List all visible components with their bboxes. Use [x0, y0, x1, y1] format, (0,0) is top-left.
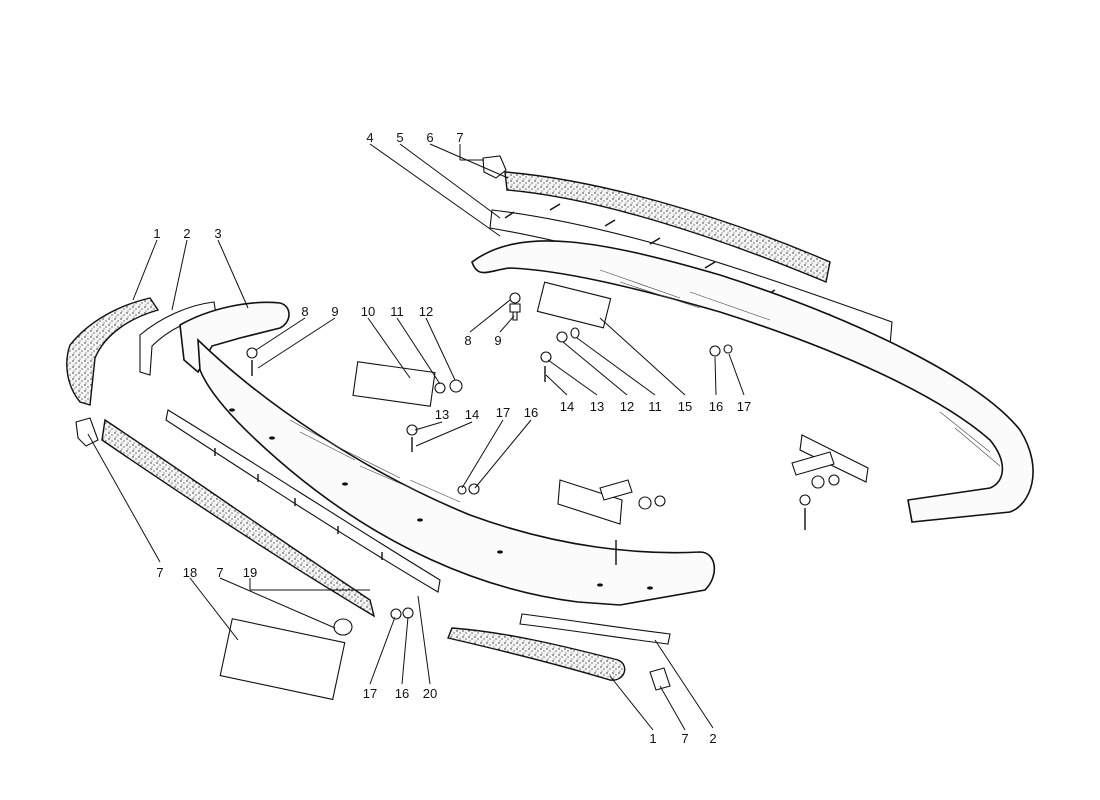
front-bumper-group	[66, 297, 716, 701]
front-overrider-rubber	[66, 297, 160, 406]
front-strip-studs	[214, 448, 383, 560]
callout-7-left: 7	[156, 565, 163, 580]
front-washer-8	[246, 347, 258, 359]
rear-mount-tube	[791, 451, 835, 476]
callout-10: 10	[361, 304, 375, 319]
rear-bumper-group	[471, 155, 1034, 530]
callout-19: 19	[243, 565, 257, 580]
callout-7-mid: 7	[216, 565, 223, 580]
front-center-washer	[654, 495, 666, 507]
rear-bumper-bar	[471, 240, 1034, 523]
rear-bracket-nut	[811, 475, 825, 489]
callout-8: 8	[301, 304, 308, 319]
callout-3: 3	[214, 226, 221, 241]
callout-2: 2	[183, 226, 190, 241]
rear-nut-16	[709, 345, 721, 357]
front-lower-clip	[649, 667, 671, 691]
rear-nut-12	[556, 331, 568, 343]
callout-11: 11	[390, 304, 404, 319]
callout-9-rear: 9	[494, 333, 501, 348]
callout-15: 15	[678, 399, 692, 414]
callout-17-rear: 17	[737, 399, 751, 414]
rear-plate-light	[536, 281, 612, 329]
callout-5: 5	[396, 130, 403, 145]
callout-2-lower: 2	[709, 731, 716, 746]
callout-1-lower: 1	[649, 731, 656, 746]
rear-washer-11	[570, 327, 580, 339]
rear-washer-13	[540, 351, 552, 363]
front-center-nut	[638, 496, 652, 510]
rear-bracket-washer-2	[799, 494, 811, 506]
rear-washer-17	[723, 344, 733, 354]
front-guard-19	[333, 618, 353, 636]
front-washer-13	[406, 424, 418, 436]
front-mounting-strip	[165, 409, 441, 593]
rear-clip	[482, 155, 507, 179]
front-lower-overrider-rubber	[447, 627, 626, 681]
front-washer-11	[434, 382, 446, 394]
rear-washer-8	[509, 292, 521, 304]
callout-16-rear: 16	[709, 399, 723, 414]
callout-9: 9	[331, 304, 338, 319]
callout-14: 14	[465, 407, 479, 422]
rear-bumper-shading	[599, 269, 1001, 467]
callout-8-rear: 8	[464, 333, 471, 348]
callout-16: 16	[524, 405, 538, 420]
callout-13: 13	[435, 407, 449, 422]
callout-16-lower: 16	[395, 686, 409, 701]
front-center-tube	[599, 479, 633, 501]
front-strip-clip	[75, 417, 99, 447]
callout-labels: 1 2 3 8 9 10 11 12 13 14 17 16 7 18 7 19…	[153, 130, 751, 746]
front-plate-light	[352, 361, 436, 407]
callout-13-rear: 13	[590, 399, 604, 414]
front-bumper-bar	[197, 337, 716, 606]
callout-7-lower: 7	[681, 731, 688, 746]
front-bumper-shading	[289, 419, 461, 503]
callout-17: 17	[496, 405, 510, 420]
callout-1: 1	[153, 226, 160, 241]
callout-12: 12	[419, 304, 433, 319]
front-nut-12	[449, 379, 463, 393]
front-plate-bracket	[219, 618, 346, 701]
rear-mount-bracket	[799, 434, 869, 483]
front-bumper-slots	[229, 408, 653, 590]
callout-20: 20	[423, 686, 437, 701]
callout-17-lower: 17	[363, 686, 377, 701]
front-lower-nut-16	[402, 607, 414, 619]
front-rubber-strip	[101, 418, 376, 618]
rear-bolt-9	[509, 303, 521, 321]
callout-12-rear: 12	[620, 399, 634, 414]
callout-4: 4	[366, 130, 373, 145]
callout-14-rear: 14	[560, 399, 574, 414]
front-washer-17	[457, 485, 467, 495]
callout-18: 18	[183, 565, 197, 580]
callout-11-rear: 11	[648, 399, 662, 414]
leader-lines	[87, 143, 745, 731]
front-lower-bracket	[519, 613, 671, 645]
rear-rubber-strip	[504, 171, 831, 283]
front-lower-washer-17	[390, 608, 402, 620]
callout-6: 6	[426, 130, 433, 145]
rear-bracket-washer	[828, 474, 840, 486]
callout-7-top: 7	[456, 130, 463, 145]
